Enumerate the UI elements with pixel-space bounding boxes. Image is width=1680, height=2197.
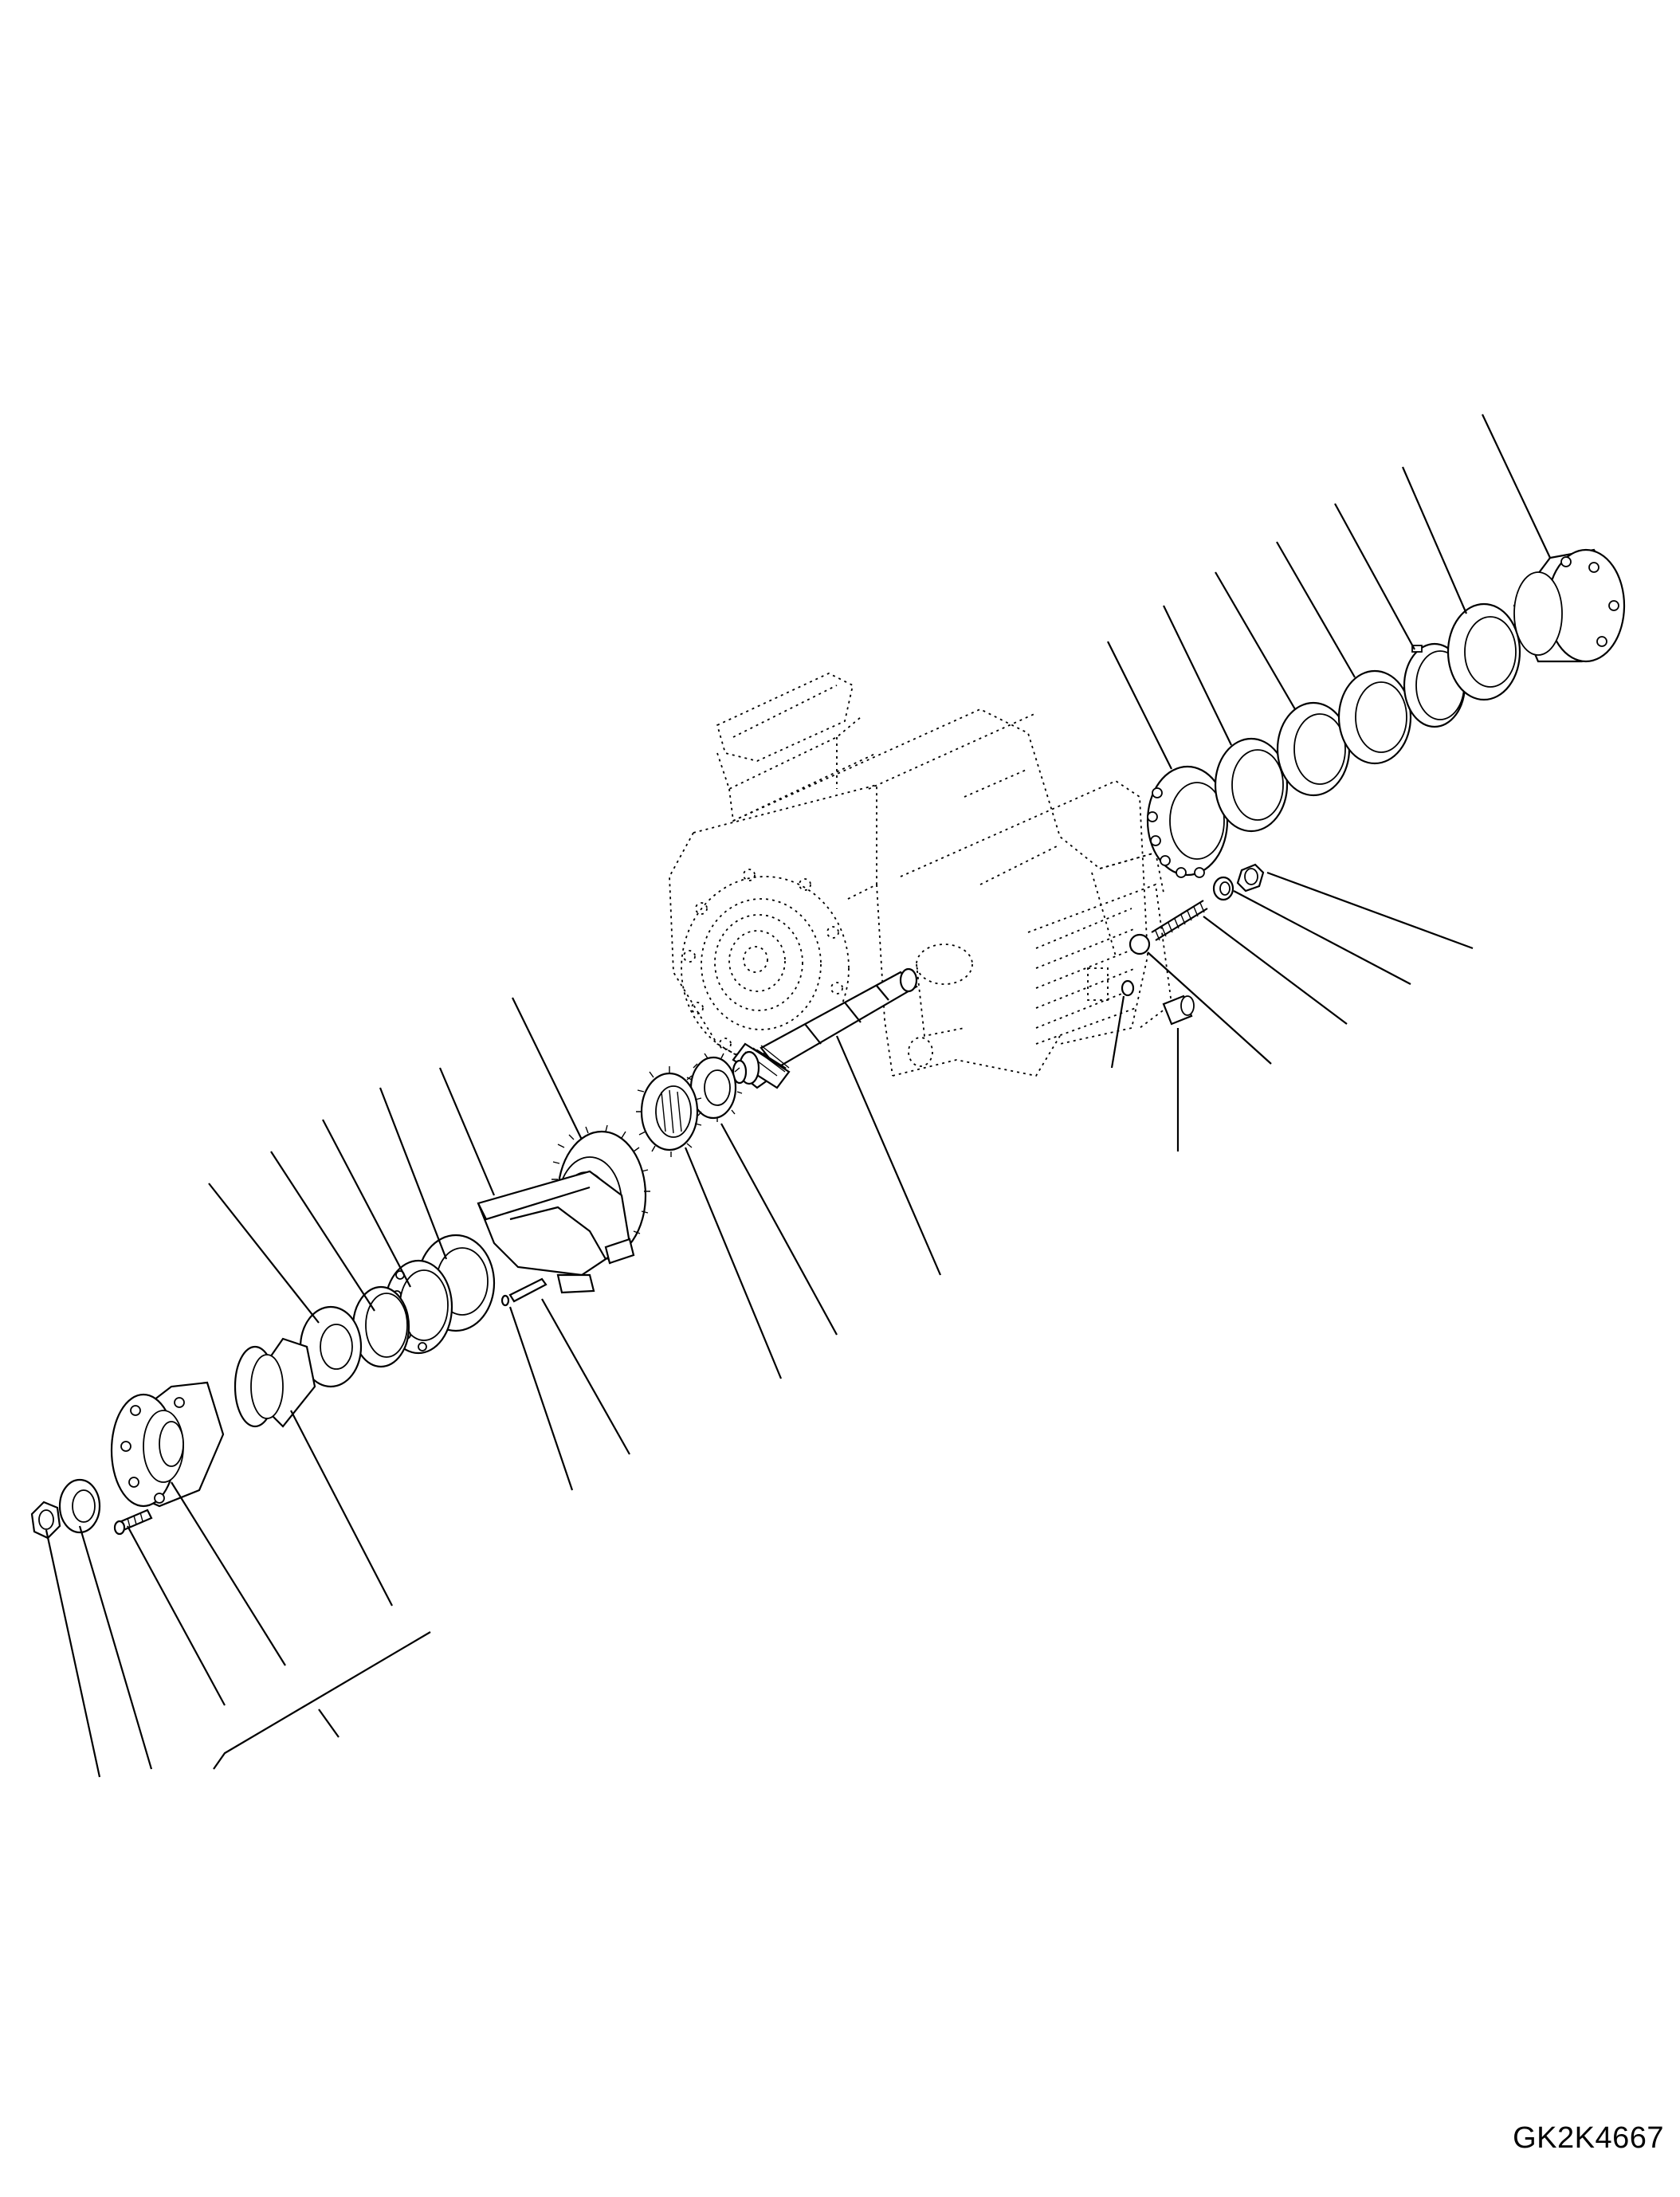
stud-bolt [113,1508,153,1536]
thrust-washer-right-1 [1214,737,1289,833]
detent-pin [1162,995,1195,1026]
shift-fork [477,1170,635,1294]
washer [58,1478,101,1534]
detent-ball [1129,933,1151,955]
small-gear [686,1053,743,1122]
pin-small [500,1277,548,1307]
leader-lines [45,414,1551,1778]
gear-ring [636,1066,702,1157]
output-flange [110,1381,225,1508]
figure-code: GK2K4667 [1513,2121,1664,2155]
thrust-washer-right-3 [1337,669,1412,765]
flange-right [1513,548,1626,663]
transmission-housing [669,673,1172,1077]
spacer-ring-left [299,1305,363,1388]
output-shaft [732,967,918,1089]
oil-seal-right [1446,602,1521,701]
gasket [1212,876,1234,901]
bearing-right [1146,765,1229,878]
cone-cover [234,1337,316,1428]
small-oring [1121,979,1135,997]
plug-bolt [1236,863,1265,893]
snap-ring-left [351,1285,410,1368]
spring [1151,900,1208,941]
nut [30,1501,61,1540]
